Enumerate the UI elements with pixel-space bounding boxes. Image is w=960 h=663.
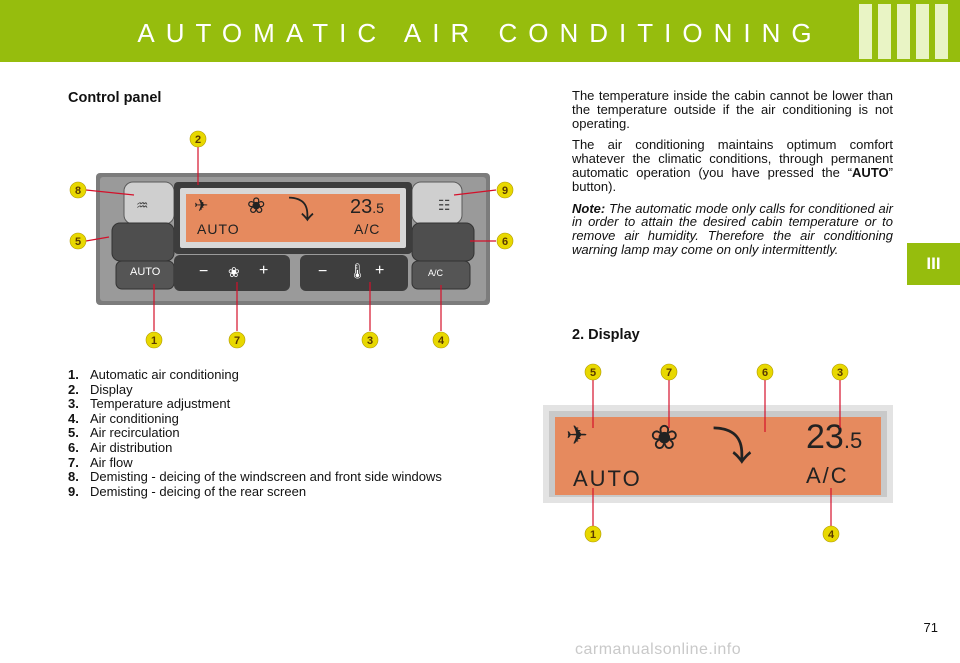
svg-text:4: 4 [438,335,445,347]
svg-text:6: 6 [762,367,768,379]
callout-7: 7 [228,331,246,349]
ac-button[interactable]: A/C [428,268,444,278]
svg-text:6: 6 [502,236,508,248]
legend-item: 4.Air conditioning [68,410,179,426]
note-paragraph: Note: The automatic mode only calls for … [572,200,893,257]
air-flow-plus-icon[interactable]: + [259,262,269,279]
legend-item: 9.Demisting - deicing of the rear screen [68,483,307,499]
svg-text:7: 7 [234,335,240,347]
air-flow-minus-icon[interactable]: − [199,263,209,280]
callout-6: 6 [496,232,514,250]
svg-text:5: 5 [75,236,81,248]
panel-lcd-auto: AUTO [197,221,240,237]
svg-text:8: 8 [75,185,81,197]
lcd-display [555,417,881,495]
display-figure [543,405,893,503]
panel-lcd-ac: A/C [354,221,381,237]
header-decoration [859,4,948,59]
display-auto: AUTO [573,466,642,491]
paragraph-cabin-temperature: The temperature inside the cabin cannot … [572,88,893,131]
display-callout-4: 4 [822,525,840,543]
seat-airflow-icon: ⤵ [288,195,315,225]
display-callout-5: 5 [584,363,602,381]
display-callout-6: 6 [756,363,774,381]
thermometer-icon: 🌡 [348,263,368,280]
legend-item: 5.Air recirculation [68,425,180,441]
display-callout-3: 3 [831,363,849,381]
left-button-column [111,181,175,290]
air-flow-rocker[interactable] [174,255,290,291]
svg-text:4: 4 [828,529,835,541]
callout-1: 1 [145,331,163,349]
display-section-title: 2. Display [572,327,640,343]
callout-5: 5 [69,232,87,250]
temperature-rocker[interactable] [300,255,408,291]
page-number: 71 [923,620,938,635]
fan-icon: ❀ [247,193,266,218]
display-seat-airflow-icon: ⤵ [712,425,752,469]
page-title: AUTOMATIC AIR CONDITIONING [137,18,823,48]
legend-item: 2.Display [68,381,133,397]
callout-4: 4 [432,331,450,349]
svg-text:3: 3 [367,335,373,347]
svg-text:5: 5 [590,367,596,379]
display-callout-1: 1 [584,525,602,543]
watermark: carmanualsonline.info [575,641,742,658]
panel-lcd-temperature: 23.5 [350,196,384,218]
legend-item: 3.Temperature adjustment [68,396,231,412]
auto-button[interactable]: AUTO [130,266,161,278]
svg-text:2: 2 [195,134,201,146]
legend-item: 6.Air distribution [68,439,173,455]
callout-2: 2 [189,130,207,148]
display-callout-7: 7 [660,363,678,381]
control-panel-figure [96,173,490,305]
page-header: AUTOMATIC AIR CONDITIONING [0,0,960,62]
callout-8: 8 [69,181,87,199]
chapter-tab[interactable]: III [907,243,960,285]
display-temperature: 23.5 [806,418,863,456]
paragraph-optimum-comfort: The air conditioning maintains optimum c… [572,137,893,194]
callout-3: 3 [361,331,379,349]
windscreen-demist-icon: ♒ [136,197,149,213]
temp-plus-icon[interactable]: + [375,262,385,279]
air-flow-fan-icon: ❀ [228,264,240,280]
temp-minus-icon[interactable]: − [318,263,328,280]
display-ac: A/C [806,463,849,488]
svg-text:3: 3 [837,367,843,379]
control-panel-title: Control panel [68,90,162,106]
display-fan-icon: ❀ [650,419,679,457]
svg-text:1: 1 [151,335,157,347]
rear-demist-icon: ☷ [438,197,451,213]
car-recirculation-icon: ✈ [194,196,209,215]
svg-text:7: 7 [666,367,672,379]
panel-lcd-display [186,194,400,242]
svg-text:9: 9 [502,185,508,197]
legend-item: 1.Automatic air conditioning [68,367,239,382]
legend-item: 8.Demisting - deicing of the windscreen … [68,469,442,485]
body-text: The temperature inside the cabin cannot … [572,89,893,265]
svg-text:1: 1 [590,529,596,541]
callout-9: 9 [496,181,514,199]
legend-list: 1.Automatic air conditioning 2.Display 3… [68,367,538,499]
legend-item: 7.Air flow [68,454,133,470]
display-car-icon: ✈ [566,420,588,450]
